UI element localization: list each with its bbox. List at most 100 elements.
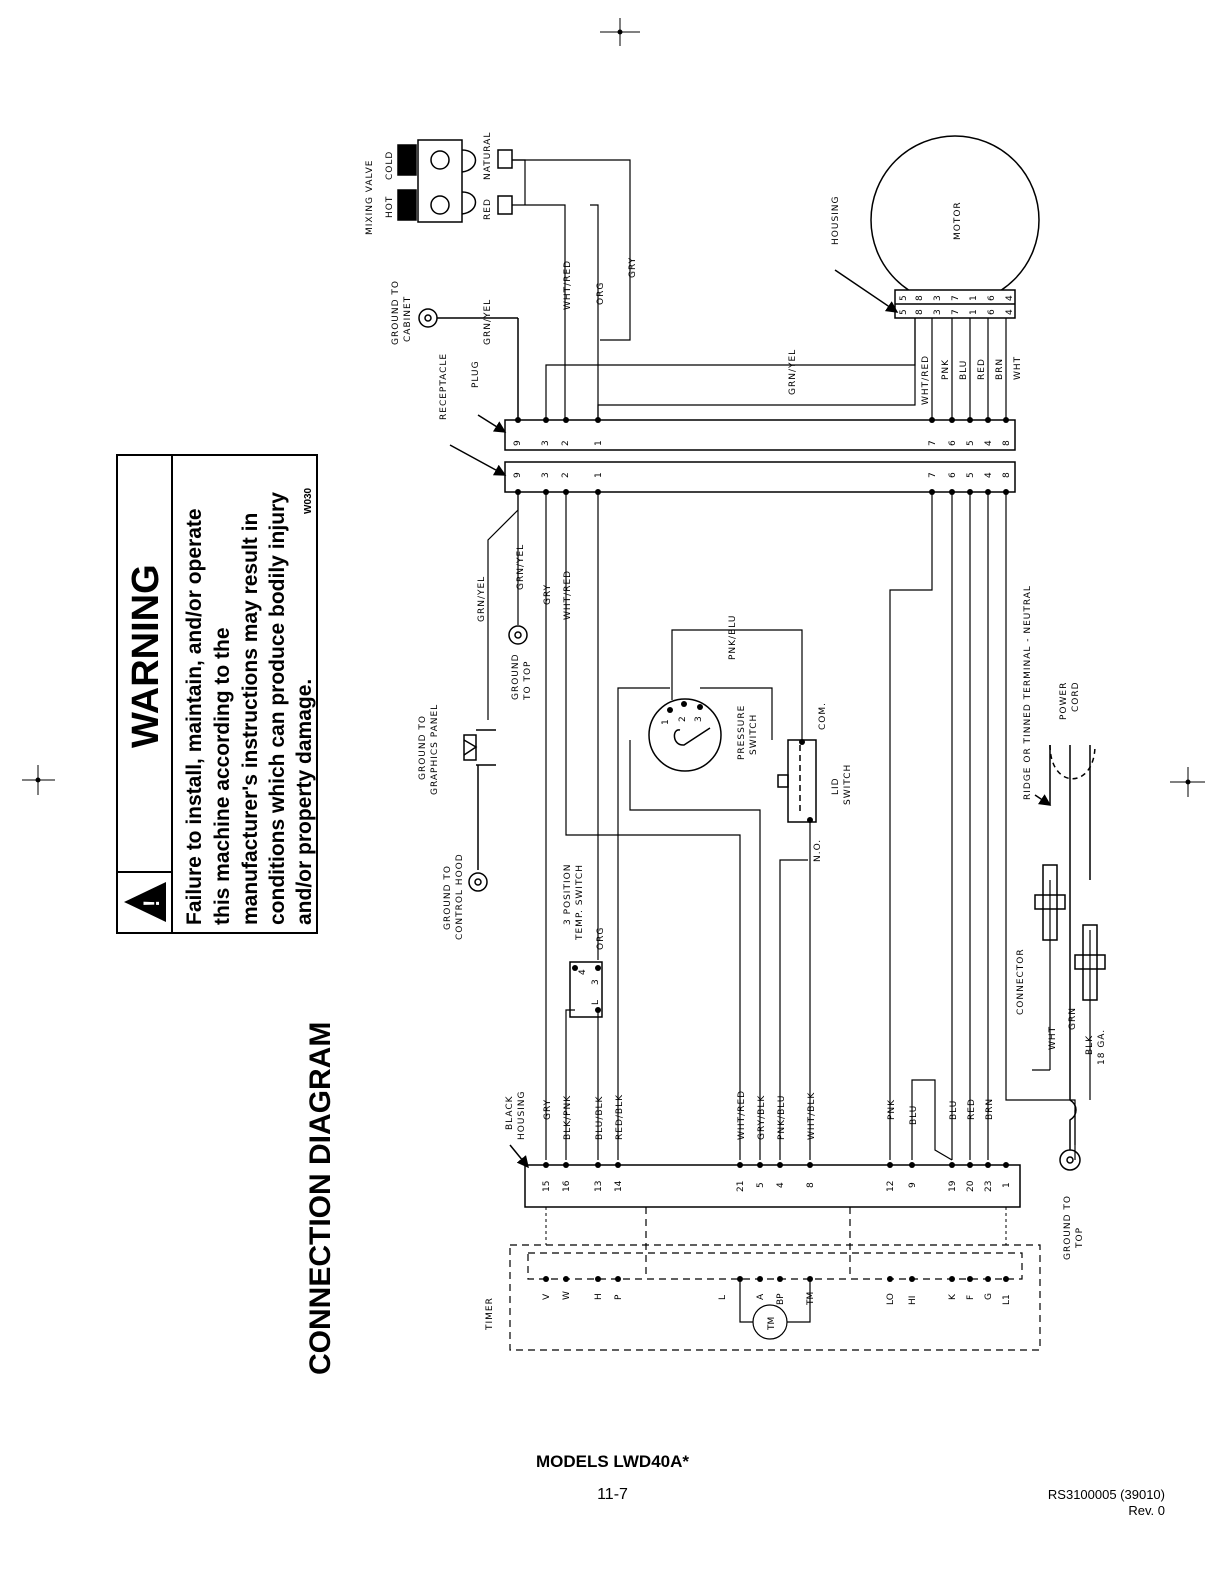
ground-graphics-icon [463, 729, 496, 766]
timer-terminal: H [594, 1293, 604, 1300]
label-timer: TIMER [485, 1297, 495, 1331]
label-wire-blu: BLU [909, 1105, 919, 1125]
label-lid-switch: LID [831, 777, 841, 795]
label-red: RED [483, 198, 493, 220]
motor-pin: 3 [933, 309, 943, 315]
label-wire-wht-red: WHT/RED [563, 260, 573, 310]
svg-text:!: ! [139, 900, 164, 907]
lid-switch [777, 739, 817, 823]
housing-pin: 1 [1002, 1182, 1012, 1188]
label-wire-blk: BLK [1085, 1035, 1095, 1055]
label-wire-grn-yel: GRN/YEL [477, 576, 487, 622]
pressure-pin-dots [667, 701, 703, 713]
temp-pin: 4 [578, 969, 588, 975]
warning-box: ! WARNING Failure to install, maintain, … [116, 454, 318, 934]
plug-pin: 3 [541, 440, 551, 446]
label-receptacle: RECEPTACLE [439, 353, 449, 420]
label-black-housing: BLACK [505, 1095, 515, 1130]
label-ground-hood: CONTROL HOOD [455, 853, 465, 940]
receptacle-pin: 1 [594, 472, 604, 478]
label-wire-org: ORG [596, 282, 606, 305]
housing-pin: 16 [562, 1180, 572, 1192]
motor-pin: 6 [987, 295, 997, 301]
warning-line: and/or property damage. [293, 679, 316, 925]
motor-pin: 5 [899, 309, 909, 315]
label-ground-cabinet: GROUND TO [391, 280, 401, 345]
label-power-cord: CORD [1071, 681, 1081, 712]
motor-pin: 8 [915, 309, 925, 315]
motor-pin: 6 [987, 309, 997, 315]
label-mixing-valve: MIXING VALVE [365, 160, 375, 235]
label-wire-wht-red: WHT/RED [563, 570, 573, 620]
label-wire-grn-yel: GRN/YEL [516, 544, 526, 590]
label-ground-top: GROUND [511, 653, 521, 700]
models-caption: MODELS LWD40A* [535, 1452, 690, 1471]
receptacle-pin: 5 [966, 472, 976, 478]
label-wire-gry-blk: GRY/BLK [757, 1095, 767, 1140]
housing-pin: 19 [948, 1180, 958, 1192]
motor-pin: 1 [969, 309, 979, 315]
label-lid-switch: SWITCH [843, 764, 853, 805]
document-reference: RS3100005 (39010) Rev. 0 [1048, 1487, 1165, 1519]
housing-dots [543, 1162, 1009, 1168]
motor-pin: 4 [1005, 309, 1015, 315]
motor-wires [545, 300, 1007, 420]
label-wire-blu: BLU [949, 1100, 959, 1120]
receptacle-pin: 6 [948, 472, 958, 478]
registration-marks [22, 18, 1205, 797]
motor-pin: 5 [899, 295, 909, 301]
label-wire-grn-yel: GRN/YEL [483, 299, 493, 345]
document-id: RS3100005 (39010) [1047, 1487, 1165, 1502]
timer-terminal: K [948, 1293, 958, 1300]
label-ground-top-bottom: TOP [1075, 1227, 1085, 1249]
timer-terminal: W [562, 1291, 572, 1300]
warning-heading: WARNING [125, 564, 167, 748]
warning-line: this machine according to the [211, 627, 234, 925]
label-temp-switch: 3 POSITION [563, 864, 573, 925]
page-number: 11-7 [597, 1486, 628, 1503]
timer-terminal: BP [776, 1293, 786, 1305]
lower-wires [487, 492, 1091, 1161]
label-ridge: RIDGE OR TINNED TERMINAL - NEUTRAL [1023, 585, 1033, 800]
temp-pin: L [591, 1000, 601, 1005]
motor-pin: 7 [951, 295, 961, 301]
plug-pin: 5 [966, 440, 976, 446]
plug-pin: 8 [1002, 440, 1012, 446]
black-housing [509, 1144, 1021, 1208]
motor-pin: 1 [969, 295, 979, 301]
label-wire-red: RED [977, 358, 987, 380]
motor-pin: 3 [933, 295, 943, 301]
label-wire-pnk-blu: PNK/BLU [777, 1095, 787, 1140]
housing-pin: 13 [594, 1181, 604, 1192]
pressure-switch [648, 698, 722, 772]
pressure-pin: 2 [678, 716, 688, 722]
plug-pin: 1 [594, 440, 604, 446]
timer-terminal: LO [886, 1293, 896, 1305]
label-wire-pnk: PNK [941, 359, 951, 380]
timer-terminal: F [966, 1295, 976, 1300]
label-wire-pnk: PNK [887, 1099, 897, 1120]
label-blk-18: 18 GA. [1097, 1029, 1107, 1065]
housing-pin: 20 [966, 1180, 976, 1192]
label-wire-red-blk: RED/BLK [615, 1094, 625, 1140]
receptacle-pin: 9 [513, 472, 523, 478]
housing-pin: 23 [984, 1181, 994, 1192]
plug-pin: 9 [513, 440, 523, 446]
ground-cabinet-icon [418, 308, 519, 420]
label-wire-pnk-blu: PNK/BLU [728, 615, 738, 660]
receptacle-pin: 8 [1002, 472, 1012, 478]
label-ground-hood: GROUND TO [443, 865, 453, 930]
label-cold: COLD [385, 151, 395, 180]
label-wire-grn-yel: GRN/YEL [788, 349, 798, 395]
label-wire-gry: GRY [628, 257, 638, 278]
housing-pins: 15 16 13 14 21 5 4 8 12 9 19 20 23 1 [542, 1180, 1012, 1192]
label-temp-switch: TEMP. SWITCH [575, 864, 585, 941]
timer-housing-links [545, 1207, 1007, 1245]
timer-motor-label: TM [767, 1317, 777, 1331]
housing-pin: 15 [542, 1181, 552, 1192]
housing-pin: 21 [736, 1181, 746, 1192]
label-pressure-switch: PRESSURE [737, 705, 747, 760]
housing-pin: 4 [776, 1182, 786, 1188]
label-wire-wht-red: WHT/RED [737, 1090, 747, 1140]
